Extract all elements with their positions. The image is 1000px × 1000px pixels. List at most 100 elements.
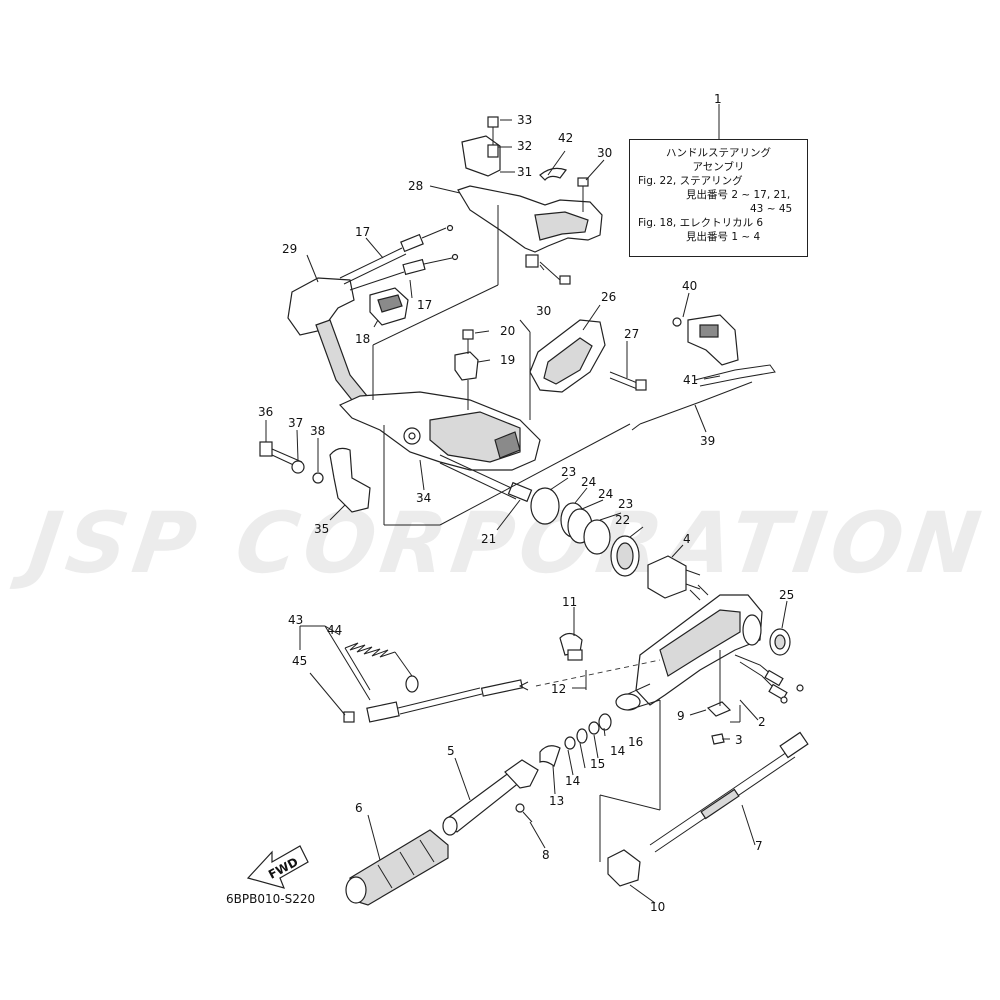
- callout-22: 22: [615, 513, 630, 527]
- note-line3: 43 ~ 45: [750, 203, 793, 215]
- part-44-lanyard-cord: [344, 642, 419, 693]
- callout-17a: 17: [355, 225, 370, 239]
- callout-6: 6: [355, 801, 363, 815]
- drawing-code: 6BPB010-S220: [226, 892, 316, 906]
- callout-31: 31: [517, 165, 532, 179]
- part-14-washer-a: [564, 736, 576, 750]
- callout-24a: 24: [581, 475, 596, 489]
- callout-30a: 30: [597, 146, 612, 160]
- callout-2: 2: [758, 715, 766, 729]
- callout-24b: 24: [598, 487, 613, 501]
- callout-26: 26: [601, 290, 616, 304]
- part-23-ring-b: [583, 519, 611, 555]
- part-38-washer: [312, 472, 324, 484]
- callout-18: 18: [355, 332, 370, 346]
- part-5-throttle-shaft: [442, 759, 539, 836]
- callout-36: 36: [258, 405, 273, 419]
- callout-44: 44: [327, 623, 342, 637]
- callout-33: 33: [517, 113, 532, 127]
- part-28-tab: [525, 254, 539, 268]
- callout-45: 45: [292, 654, 307, 668]
- part-9-plate: [706, 701, 732, 717]
- callout-34: 34: [416, 491, 431, 505]
- part-27-bolt: [609, 371, 647, 391]
- part-39-rod: [639, 381, 753, 425]
- leader-lines-lower: [299, 600, 788, 904]
- part-40-switch: [672, 314, 739, 366]
- part-3-screw: [711, 733, 725, 745]
- part-32-collar: [487, 144, 499, 158]
- part-28-bracket-cover: [457, 185, 603, 253]
- callout-7: 7: [755, 839, 763, 853]
- callout-35: 35: [314, 522, 329, 536]
- callout-42: 42: [558, 131, 573, 145]
- note-line4: Fig. 18, エレクトリカル 6: [638, 217, 764, 229]
- part-10-block: [607, 849, 641, 887]
- part-42-trim: [539, 167, 567, 181]
- callout-37: 37: [288, 416, 303, 430]
- part-29-grommet: [287, 277, 355, 336]
- callout-25: 25: [779, 588, 794, 602]
- part-35-bracket: [329, 447, 371, 513]
- callout-39: 39: [700, 434, 715, 448]
- callout-30b: 30: [536, 304, 551, 318]
- callout-40: 40: [682, 279, 697, 293]
- callout-13: 13: [549, 794, 564, 808]
- part-21-shaft: [439, 454, 533, 503]
- part-43-kill-switch: [366, 679, 524, 723]
- callout-17b: 17: [417, 298, 432, 312]
- callout-9: 9: [677, 709, 685, 723]
- part-23-ring-a: [530, 487, 560, 525]
- callout-29: 29: [282, 242, 297, 256]
- callout-28: 28: [408, 179, 423, 193]
- part-13-ring: [539, 745, 561, 767]
- reference-note-box: ハンドルステアリング アセンブリ Fig. 22, ステアリング 見出番号 2 …: [629, 139, 808, 257]
- callout-41: 41: [683, 373, 698, 387]
- callout-43: 43: [288, 613, 303, 627]
- part-33-bolt-head: [487, 116, 499, 128]
- leader-lines-upper: [265, 104, 721, 558]
- fwd-arrow-icon: FWD: [246, 845, 309, 889]
- callout-23a: 23: [561, 465, 576, 479]
- callout-3: 3: [735, 733, 743, 747]
- callout-19: 19: [500, 353, 515, 367]
- part-pivot-shaft: [615, 683, 661, 711]
- part-45-clip: [343, 711, 355, 723]
- part-cables-lower: [734, 654, 804, 704]
- callout-10: 10: [650, 900, 665, 914]
- callout-14a: 14: [565, 774, 580, 788]
- part-15-spring: [576, 728, 588, 744]
- part-22-bushing: [610, 535, 640, 577]
- callout-14b: 14: [610, 744, 625, 758]
- callout-11: 11: [562, 595, 577, 609]
- part-25-grommet: [742, 614, 791, 656]
- part-16-nut: [598, 713, 612, 731]
- callout-4: 4: [683, 532, 691, 546]
- callout-1: 1: [714, 92, 722, 106]
- note-title-line1: ハンドルステアリング: [666, 147, 771, 159]
- callout-38: 38: [310, 424, 325, 438]
- part-14-washer-b: [588, 721, 600, 735]
- callout-8: 8: [542, 848, 550, 862]
- part-8-screw: [515, 803, 533, 823]
- part-30-screw-lower: [539, 261, 571, 285]
- assembly-lines-upper: [372, 205, 631, 526]
- part-6-grip: [345, 829, 449, 906]
- assembly-lines-lower: [518, 650, 741, 862]
- part-30-screw-upper: [577, 177, 589, 212]
- part-20-bolt: [462, 329, 474, 340]
- note-line5: 見出番号 1 ~ 4: [686, 231, 761, 243]
- callout-20: 20: [500, 324, 515, 338]
- part-11-switch: [559, 632, 583, 661]
- callout-32: 32: [517, 139, 532, 153]
- part-7-rod: [649, 731, 809, 853]
- note-line1: Fig. 22, ステアリング: [638, 175, 743, 187]
- part-4-holder: [647, 555, 701, 599]
- callout-labels: 1 2 3 4 5 6 7 8 9 10 11 12 13 14 14 15 1…: [258, 92, 794, 914]
- callout-15: 15: [590, 757, 605, 771]
- note-line2: 見出番号 2 ~ 17, 21,: [686, 189, 791, 201]
- callout-16: 16: [628, 735, 643, 749]
- part-37-collar: [291, 460, 305, 474]
